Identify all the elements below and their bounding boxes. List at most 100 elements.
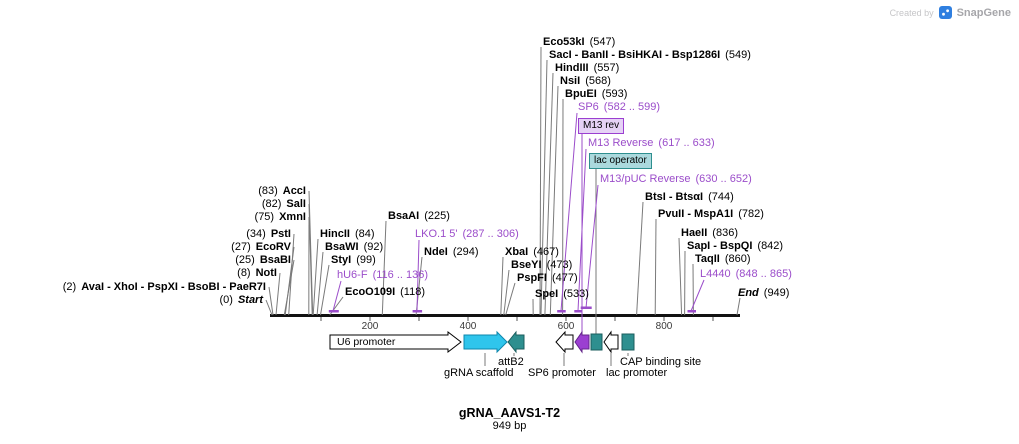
enzyme-label-xbai[interactable]: XbaI(467): [505, 246, 559, 258]
enzyme-label-saci-group[interactable]: SacI - BanII - BsiHKAI - Bsp1286I(549): [549, 49, 751, 61]
watermark-brand: SnapGene: [956, 6, 1011, 19]
enzyme-name: BpuEI: [565, 88, 597, 100]
enzyme-label-ecorv[interactable]: (27)EcoRV: [231, 241, 291, 253]
primer-range: (617 .. 633): [658, 137, 715, 149]
enzyme-name: BsaBI: [259, 254, 291, 266]
primer-label-sp6[interactable]: SP6(582 .. 599): [578, 101, 660, 113]
primer-label-lko1-5[interactable]: LKO.1 5'(287 .. 306): [415, 228, 519, 240]
enzyme-label-nsii[interactable]: NsiI(568): [560, 75, 611, 87]
enzyme-pos: (75): [254, 211, 275, 223]
primer-range: (848 .. 865): [735, 268, 792, 280]
enzyme-label-psti[interactable]: (34)PstI: [246, 228, 291, 240]
enzyme-label-btsi-group[interactable]: BtsI - BtsαI(744): [645, 191, 734, 203]
enzyme-label-taqii[interactable]: TaqII(860): [695, 253, 751, 265]
callout-line: [540, 59, 548, 316]
enzyme-name: SapI - BspQI: [687, 240, 753, 252]
callout-line: [505, 282, 516, 316]
feature-label-grna-scaffold[interactable]: gRNA scaffold: [444, 367, 514, 379]
enzyme-pos: (744): [708, 191, 734, 203]
feature-label-u6-promoter[interactable]: U6 promoter: [337, 336, 396, 348]
map-title-block: gRNA_AAVS1-T2 949 bp: [0, 406, 1019, 432]
enzyme-label-bsawi[interactable]: BsaWI(92): [325, 241, 383, 253]
callout-line: [678, 237, 683, 316]
primer-bar-l4440[interactable]: [687, 310, 697, 313]
feature-u6-promoter-arrow[interactable]: [329, 330, 462, 354]
primer-bar-hu6-f[interactable]: [328, 310, 339, 313]
feature-label-lac-promoter[interactable]: lac promoter: [606, 367, 668, 379]
enzyme-pos: (860): [724, 253, 751, 265]
enzyme-name: EcoO109I: [345, 286, 396, 298]
end-label[interactable]: End (949): [738, 287, 789, 299]
enzyme-label-hincii[interactable]: HincII(84): [320, 228, 375, 240]
primer-label-l4440[interactable]: L4440(848 .. 865): [700, 268, 792, 280]
feature-m13-rev-arrow[interactable]: [574, 330, 590, 354]
enzyme-label-noti[interactable]: (8)NotI: [237, 267, 277, 279]
enzyme-pos: (949): [763, 287, 790, 299]
feature-grna-scaffold-arrow[interactable]: [463, 330, 508, 354]
feature-sp6-promoter-arrow[interactable]: [555, 330, 574, 354]
enzyme-label-ecoo109i[interactable]: EcoO109I (118): [345, 286, 425, 298]
enzyme-label-haeii[interactable]: HaeII(836): [681, 227, 738, 239]
feature-cap-binding-site-box[interactable]: [621, 333, 635, 351]
enzyme-label-acci[interactable]: (83) AccI: [258, 185, 306, 197]
callout-line: [316, 251, 324, 316]
enzyme-name: AccI: [282, 185, 306, 197]
enzyme-pos: (83): [258, 185, 278, 197]
enzyme-pos: (557): [593, 62, 620, 74]
enzyme-pos: (294): [452, 246, 479, 258]
enzyme-name: End: [738, 287, 759, 299]
primer-bar-lko1-5[interactable]: [412, 310, 423, 313]
primer-label-hu6-f[interactable]: hU6-F(116 .. 136): [337, 269, 428, 281]
enzyme-pos: (473): [546, 259, 573, 271]
enzyme-label-styi[interactable]: StyI(99): [331, 254, 376, 266]
feature-label-sp6-promoter[interactable]: SP6 promoter: [528, 367, 596, 379]
enzyme-name: StyI: [331, 254, 352, 266]
primer-name: M13 Reverse: [588, 137, 654, 149]
sequence-map-line[interactable]: [270, 314, 740, 317]
enzyme-pos: (547): [589, 36, 616, 48]
enzyme-label-xmni[interactable]: (75)XmnI: [255, 211, 306, 223]
callout-line: [500, 256, 504, 316]
watermark-created-by: Created by: [889, 7, 934, 18]
enzyme-label-pspfi[interactable]: PspFI(477): [517, 272, 578, 284]
enzyme-pos: (842): [757, 240, 784, 252]
enzyme-label-sapi-group[interactable]: SapI - BspQI (842): [687, 240, 783, 252]
enzyme-pos: (84): [354, 228, 375, 240]
primer-label-m13-reverse[interactable]: M13 Reverse (617 .. 633): [588, 137, 715, 149]
callout-line: [265, 299, 273, 316]
feature-lac-promoter-arrow[interactable]: [603, 330, 619, 354]
map-length: 949 bp: [492, 420, 527, 432]
callout-line: [312, 238, 319, 316]
enzyme-label-ndei[interactable]: NdeI(294): [424, 246, 479, 258]
enzyme-pos: (477): [551, 272, 578, 284]
primer-bar-m13-puc-reverse[interactable]: [580, 306, 592, 310]
enzyme-label-bsabi[interactable]: (25)BsaBI: [235, 254, 291, 266]
enzyme-pos: (118): [400, 286, 426, 298]
primer-label-m13-rev-boxed[interactable]: M13 rev: [578, 118, 625, 134]
feature-label-cap-binding-site[interactable]: CAP binding site: [620, 356, 702, 368]
feature-label-lac-operator-boxed[interactable]: lac operator: [589, 153, 652, 169]
enzyme-label-bpuei[interactable]: BpuEI (593): [565, 88, 627, 100]
start-label[interactable]: (0)Start: [219, 294, 263, 306]
enzyme-label-hindiii[interactable]: HindIII(557): [555, 62, 619, 74]
enzyme-pos: (593): [601, 88, 628, 100]
enzyme-pos: (533): [563, 288, 589, 300]
enzyme-label-spei[interactable]: SpeI(533): [535, 288, 589, 300]
primer-bar-sp6[interactable]: [557, 310, 566, 313]
feature-lac-operator-box[interactable]: [590, 333, 603, 351]
callout-line: [690, 279, 705, 312]
enzyme-label-sali[interactable]: (82)SalI: [262, 198, 306, 210]
enzyme-callout-lines: [265, 46, 741, 334]
enzyme-label-eco53ki[interactable]: Eco53kI(547): [543, 36, 615, 48]
enzyme-label-bsaai[interactable]: BsaAI(225): [388, 210, 450, 222]
feature-attb2-arrow[interactable]: [507, 330, 525, 354]
enzyme-name: HaeII: [681, 227, 708, 239]
callout-line: [560, 112, 578, 312]
primer-label-m13-puc-reverse[interactable]: M13/pUC Reverse(630 .. 652): [600, 173, 752, 185]
enzyme-label-avai-group[interactable]: (2)AvaI - XhoI - PspXI - BsoBI - PaeR7I: [63, 281, 266, 293]
enzyme-label-pvuii-group[interactable]: PvuII - MspA1I(782): [658, 208, 764, 220]
enzyme-label-bseyi[interactable]: BseYI(473): [511, 259, 572, 271]
feature-label-attb2[interactable]: attB2: [498, 356, 524, 368]
primer-bar-m13-reverse[interactable]: [574, 310, 583, 313]
